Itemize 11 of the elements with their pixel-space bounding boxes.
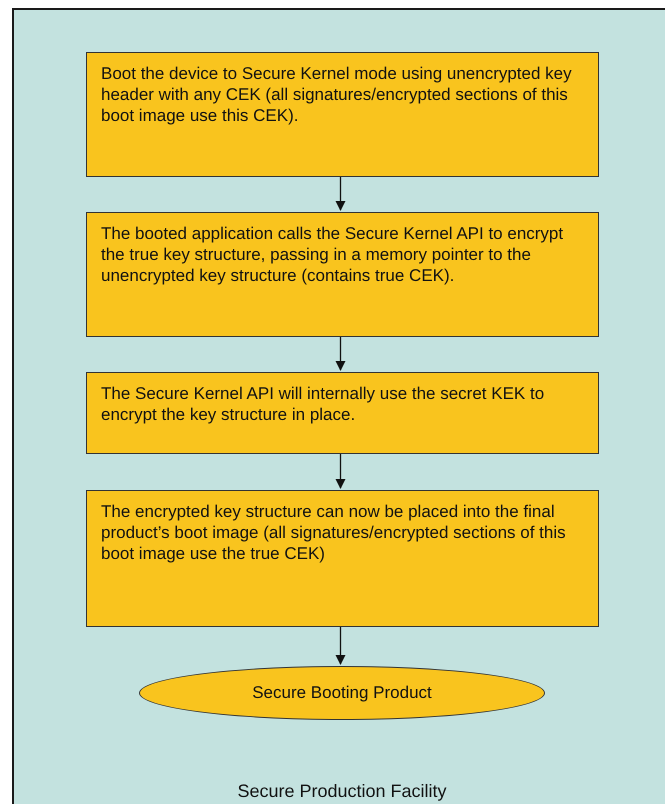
process-box: The booted application calls the Secure Kernel API to encrypt the true key structure, passing in a memory pointer to the unencrypted key structure (contains true CEK).: [86, 212, 599, 337]
process-box: The encrypted key structure can now be placed into the final product’s boot image (all signatures/encrypted sections of this boot image use the true CEK): [86, 490, 599, 627]
facility-panel: [12, 8, 665, 804]
terminal-oval: Secure Booting Product: [139, 666, 545, 720]
arrow: [336, 452, 346, 489]
process-box: The Secure Kernel API will internally use the secret KEK to encrypt the key structure in place.: [86, 372, 599, 454]
arrow: [336, 175, 346, 211]
arrow: [336, 625, 346, 665]
panel-heading: Secure Production Facility: [236, 781, 448, 802]
process-box: Boot the device to Secure Kernel mode using unencrypted key header with any CEK (all signatures/encrypted sections of this boot image use this CEK).: [86, 52, 599, 177]
arrow: [336, 335, 346, 371]
